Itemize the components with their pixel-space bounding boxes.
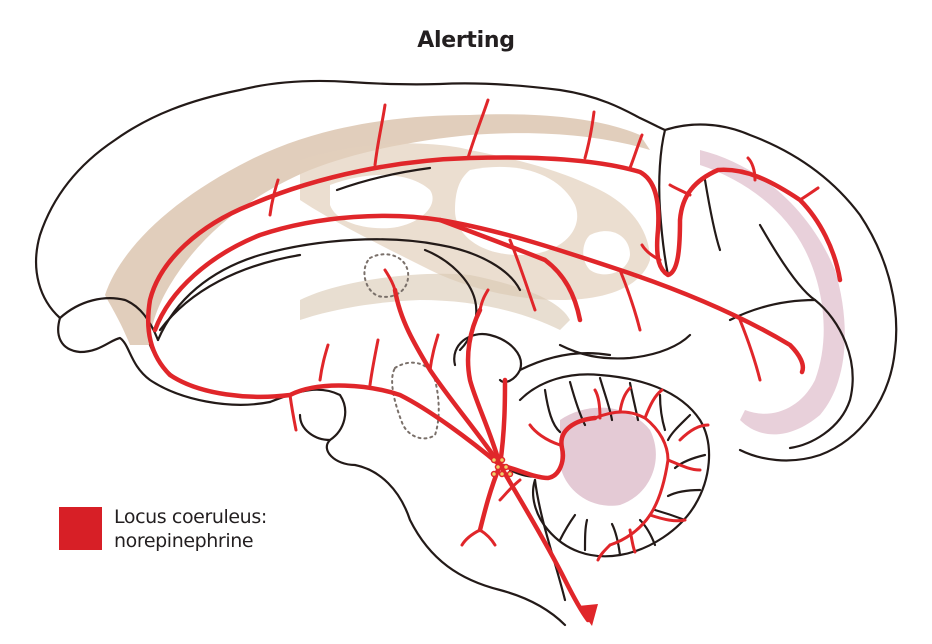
projection-fibers — [145, 98, 843, 626]
dotted-nuclei — [363, 253, 440, 440]
legend-label: Locus coeruleus: norepinephrine — [114, 505, 267, 553]
legend-label-line1: Locus coeruleus: — [114, 506, 267, 528]
legend: Locus coeruleus: norepinephrine — [59, 505, 267, 553]
legend-swatch-locus-coeruleus — [59, 507, 102, 550]
figure-title: Alerting — [417, 28, 515, 53]
brain-outlines — [35, 79, 898, 627]
legend-label-line2: norepinephrine — [114, 530, 254, 552]
cortex-shading — [105, 114, 845, 506]
locus-coeruleus-nucleus — [490, 456, 514, 478]
